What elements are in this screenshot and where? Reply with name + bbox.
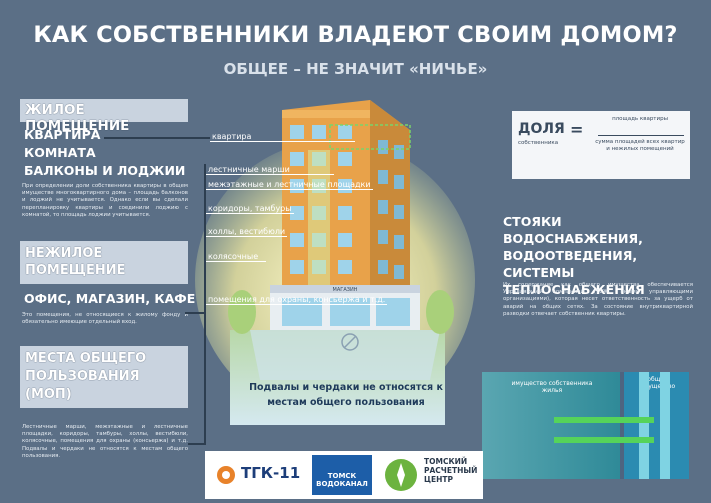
label-apartment: квартира	[210, 132, 355, 142]
risers-heading: СТОЯКИ ВОДОСНАБЖЕНИЯ, ВОДООТВЕДЕНИЯ, СИС…	[503, 214, 645, 297]
label-stairs: лестничные марши	[206, 165, 334, 175]
page-subtitle: ОБЩЕЕ – НЕ ЗНАЧИТ «НИЧЬЕ»	[223, 60, 488, 78]
label-landings: межэтажные и лестничные площадки	[206, 180, 373, 190]
item-room: КОМНАТА	[24, 145, 96, 160]
riser-pipe	[660, 372, 670, 479]
item-office: ОФИС, МАГАЗИН, КАФЕ	[24, 291, 196, 306]
common-heading: МЕСТА ОБЩЕГО ПОЛЬЗОВАНИЯ (МОП)	[20, 346, 188, 408]
common-zone	[624, 372, 689, 479]
formula-equals: =	[570, 120, 584, 139]
connector-line	[188, 443, 206, 445]
formula-bar	[598, 135, 684, 136]
common-bracket	[204, 164, 206, 444]
branch-pipe	[554, 417, 654, 423]
logo-tomsk: ТОМСК ВОДОКАНАЛ	[312, 455, 372, 495]
branch-pipe	[554, 437, 654, 443]
owner-label: имущество собственника жилья	[511, 380, 593, 394]
logo-trc: ТОМСКИЙ РАСЧЕТНЫЙ ЦЕНТР	[424, 457, 478, 484]
common-note: Лестничные марши, межэтажные и лестничны…	[22, 424, 188, 459]
label-stroller: колясочные	[206, 252, 266, 262]
page-title: КАК СОБСТВЕННИКИ ВЛАДЕЮТ СВОИМ ДОМОМ?	[33, 22, 678, 48]
share-formula: ДОЛЯ собственника = площадь квартиры сум…	[512, 111, 690, 179]
item-balconies: БАЛКОНЫ И ЛОДЖИИ	[24, 163, 186, 178]
nonresidential-note: Это помещения, не относящиеся к жилому ф…	[22, 312, 188, 326]
connector-line	[185, 312, 205, 314]
label-corridors: коридоры, тамбуры	[206, 204, 294, 214]
connector-line	[104, 137, 210, 139]
formula-denominator: сумма площадей всех квартир и нежилых по…	[595, 139, 685, 152]
label-halls: холлы, вестибюли	[206, 227, 288, 237]
formula-numerator: площадь квартиры	[612, 116, 668, 122]
label-guard: помещения для охраны, консьержа и т.д.	[206, 295, 388, 305]
formula-lhs-sub: собственника	[518, 140, 559, 146]
shop-sign: МАГАЗИН	[333, 287, 358, 293]
owner-zone	[482, 372, 620, 479]
pipe-illustration: имущество собственника жилья общее имуще…	[482, 372, 689, 479]
trc-logo-icon	[385, 459, 417, 491]
residential-note: При определении доли собственника кварти…	[22, 183, 188, 218]
formula-lhs: ДОЛЯ	[518, 121, 565, 137]
risers-note: Их содержание как общего имущества обесп…	[503, 282, 693, 317]
residential-heading: ЖИЛОЕ ПОМЕЩЕНИЕ	[20, 99, 188, 134]
partner-logos: ТГК-11 ТОМСК ВОДОКАНАЛ ТОМСКИЙ РАСЧЕТНЫЙ…	[205, 451, 483, 499]
basement-note: Подвалы и чердаки не относятся к местам …	[249, 382, 443, 408]
logo-tgk: ТГК-11	[241, 464, 301, 482]
nonresidential-heading: НЕЖИЛОЕ ПОМЕЩЕНИЕ	[20, 241, 188, 284]
item-apartment: КВАРТИРА	[24, 127, 101, 142]
common-label: общее имущество	[639, 376, 676, 390]
riser-pipe	[639, 372, 649, 479]
tgk-logo-icon	[217, 466, 235, 484]
